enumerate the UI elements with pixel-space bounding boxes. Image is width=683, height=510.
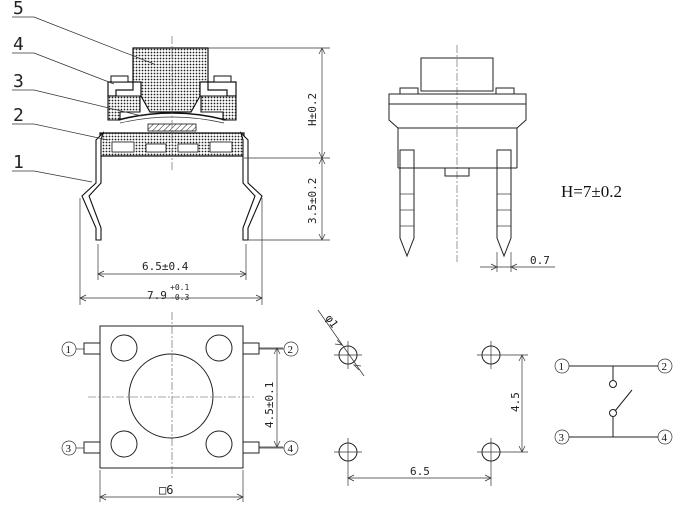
top-view: 4.5±0.1 □6 1 2 3 4	[61, 312, 299, 502]
schematic-pin-1: 1	[559, 361, 565, 373]
housing-upper	[107, 95, 141, 121]
pin-pitch-label: 6.5±0.4	[142, 260, 189, 273]
side-view: 0.7	[388, 45, 555, 272]
overall-width-tol-minus: -0.3	[170, 293, 189, 302]
pcb-height-label: 4.5	[509, 392, 522, 412]
height-dim-label: H±0.2	[306, 93, 319, 126]
schematic-pin-2: 2	[662, 361, 668, 373]
height-note: H=7±0.2	[561, 182, 622, 201]
overall-width-label: 7.9	[147, 289, 167, 302]
actuator-section	[132, 47, 209, 113]
right-leg	[239, 131, 263, 241]
callout-1: 1	[13, 152, 24, 173]
left-leg	[81, 131, 105, 241]
pcb-footprint: φ1 4.5 6.5	[317, 309, 528, 486]
callout-4: 4	[13, 34, 24, 55]
pin-width-label: 0.7	[530, 254, 550, 267]
pin-label-4: 4	[288, 443, 294, 455]
callout-2: 2	[13, 105, 24, 126]
pin-label-2: 2	[288, 344, 294, 356]
overall-width-tol-plus: +0.1	[170, 283, 189, 292]
pin-label-1: 1	[66, 344, 72, 356]
pin-label-3: 3	[66, 443, 72, 455]
callout-leaders	[12, 16, 155, 183]
callout-3: 3	[13, 71, 24, 92]
top-spacing-label: 4.5±0.1	[263, 382, 276, 428]
actuator-circle	[128, 353, 214, 439]
side-pin-right	[496, 149, 512, 258]
schematic-pin-4: 4	[662, 432, 668, 444]
pcb-width-label: 6.5	[410, 465, 430, 478]
body-square-label: □6	[159, 483, 173, 497]
callout-5: 5	[13, 0, 24, 19]
cross-section-view: H±0.2 3.5±0.2 6.5±0.4 7.9 +0.1 -0.3 5 4 …	[12, 0, 330, 305]
switch-schematic: 1 2 3 4	[554, 358, 673, 445]
schematic-pin-3: 3	[559, 432, 565, 444]
leg-length-label: 3.5±0.2	[306, 178, 319, 224]
cover-plate	[107, 81, 134, 97]
hole-dia-label: φ1	[323, 312, 341, 330]
side-pin-left	[399, 149, 415, 258]
